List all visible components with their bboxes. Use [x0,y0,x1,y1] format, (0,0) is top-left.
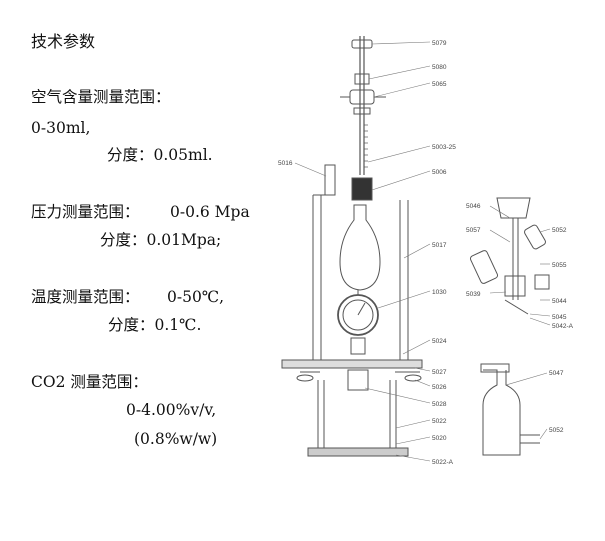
co2-range: 0-4.00%v/v, [126,401,217,419]
pressure-label: 压力测量范围： [31,203,140,221]
temperature-range: 0-50℃, [167,288,225,306]
part-label: 1030 [432,289,447,296]
pressure-resolution: 分度：0.01Mpa; [100,231,222,249]
part-label: 5022 [432,418,447,425]
part-label: 5044 [552,298,567,305]
part-label: 5065 [432,81,447,88]
part-label: 5024 [432,338,447,345]
part-label: 5039 [466,291,481,298]
part-label: 5017 [432,242,447,249]
co2-label: CO2 测量范围： [31,373,148,391]
part-label: 5057 [466,227,481,234]
part-label: 5052 [549,427,564,434]
temperature-resolution: 分度：0.1℃. [108,316,202,334]
part-label: 5026 [432,384,447,391]
pressure-range: 0-0.6 Mpa [170,203,250,221]
part-label: 5046 [466,203,481,210]
co2-resolution: (0.8%w/w) [134,430,218,448]
part-label: 5079 [432,40,447,47]
air-content-label: 空气含量测量范围： [31,88,171,106]
part-label: 5027 [432,369,447,376]
part-label: 5003-25 [432,144,456,151]
part-label: 5022-A [432,459,454,466]
part-label: 5006 [432,169,447,176]
part-label: 5042-A [552,323,574,330]
temperature-label: 温度测量范围： [31,288,140,306]
part-label: 5080 [432,64,447,71]
part-label: 5045 [552,314,567,321]
part-label: 5028 [432,401,447,408]
part-label: 5016 [278,160,293,167]
page-title: 技术参数 [31,32,96,51]
air-content-range: 0-30ml, [31,119,91,137]
part-label: 5055 [552,262,567,269]
part-label: 5052 [552,227,567,234]
part-label: 5020 [432,435,447,442]
part-label: 5047 [549,370,564,377]
air-content-resolution: 分度：0.05ml. [107,146,213,164]
